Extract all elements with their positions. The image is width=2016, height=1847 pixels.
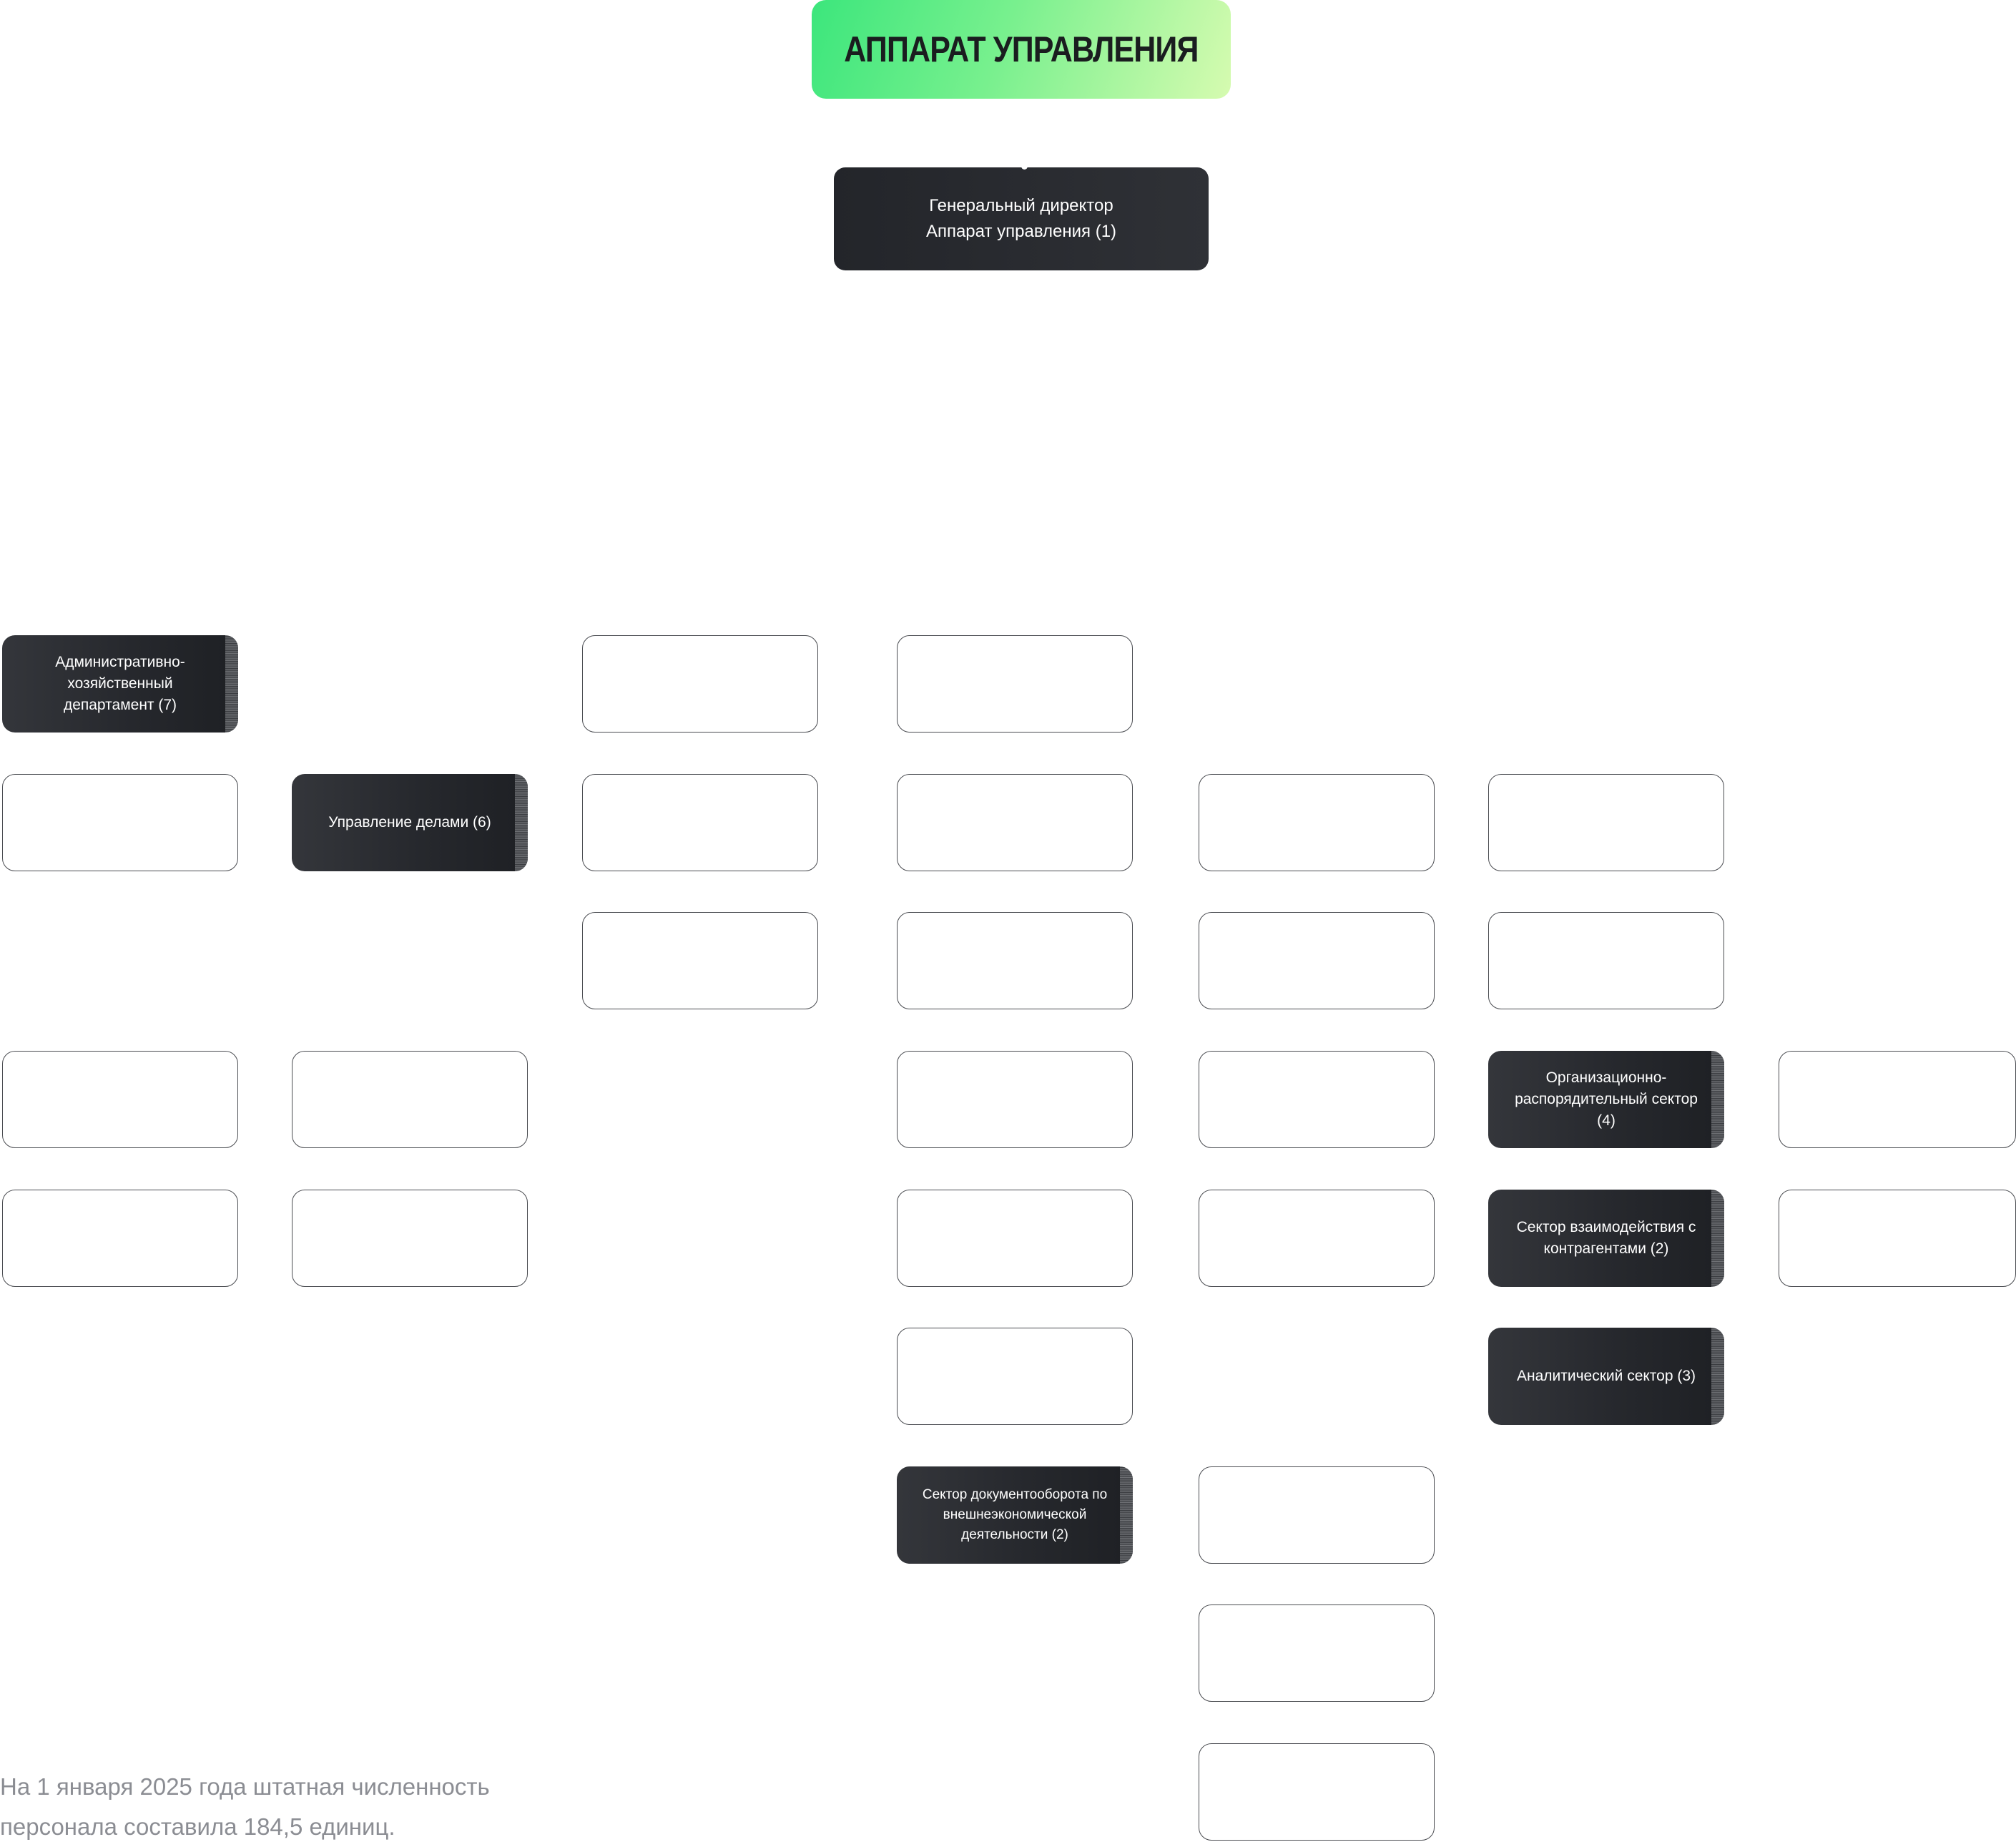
node-empty bbox=[1779, 1051, 2016, 1148]
node-admin-department: Административно-хозяйственный департамен… bbox=[2, 635, 238, 733]
node-empty bbox=[897, 1328, 1133, 1425]
node-empty bbox=[1779, 1190, 2016, 1287]
node-empty bbox=[897, 912, 1133, 1009]
node-empty bbox=[897, 774, 1133, 871]
node-empty bbox=[2, 774, 238, 871]
node-empty bbox=[1488, 912, 1724, 1009]
node-empty bbox=[292, 1190, 528, 1287]
node-label: Сектор взаимодействия с контрагентами (2… bbox=[1516, 1219, 1696, 1257]
node-label: Административно-хозяйственный департамен… bbox=[55, 654, 185, 713]
node-label: Управление делами (6) bbox=[328, 814, 491, 831]
node-label: Сектор документооборота по внешнеэкономи… bbox=[922, 1487, 1108, 1542]
page-title: АППАРАТ УПРАВЛЕНИЯ bbox=[844, 29, 1199, 69]
node-empty bbox=[1199, 1743, 1435, 1841]
node-empty bbox=[582, 635, 818, 733]
general-director-node: Генеральный директор Аппарат управления … bbox=[834, 167, 1209, 270]
node-empty bbox=[582, 774, 818, 871]
node-analytics-sector: Аналитический сектор (3) bbox=[1488, 1328, 1724, 1425]
node-label: Аналитический сектор (3) bbox=[1516, 1368, 1696, 1384]
node-docflow-sector: Сектор документооборота по внешнеэкономи… bbox=[897, 1466, 1133, 1564]
director-unit: Аппарат управления (1) bbox=[925, 222, 1117, 241]
node-empty bbox=[1199, 1051, 1435, 1148]
node-empty bbox=[897, 1051, 1133, 1148]
connector-dot bbox=[1021, 163, 1028, 170]
node-empty bbox=[1199, 1605, 1435, 1702]
node-label: Организационно-распорядительный сектор (… bbox=[1515, 1069, 1698, 1129]
grain-texture bbox=[1120, 1466, 1133, 1564]
node-empty bbox=[1199, 912, 1435, 1009]
grain-texture bbox=[515, 774, 528, 871]
headcount-note-line: персонала составила 184,5 единиц. bbox=[0, 1813, 395, 1840]
headcount-note: На 1 января 2025 года штатная численност… bbox=[0, 1767, 644, 1847]
node-empty bbox=[1199, 1190, 1435, 1287]
grain-texture bbox=[225, 635, 238, 733]
node-empty bbox=[1199, 774, 1435, 871]
director-title: Генеральный директор bbox=[929, 196, 1113, 215]
headcount-note-line: На 1 января 2025 года штатная численност… bbox=[0, 1773, 490, 1800]
node-empty bbox=[2, 1190, 238, 1287]
node-empty bbox=[2, 1051, 238, 1148]
node-empty bbox=[897, 635, 1133, 733]
node-empty bbox=[897, 1190, 1133, 1287]
node-empty bbox=[1488, 774, 1724, 871]
title-banner: АППАРАТ УПРАВЛЕНИЯ bbox=[812, 0, 1231, 99]
grain-texture bbox=[1711, 1051, 1724, 1148]
node-counterparty-sector: Сектор взаимодействия с контрагентами (2… bbox=[1488, 1190, 1724, 1287]
node-affairs-management: Управление делами (6) bbox=[292, 774, 528, 871]
node-empty bbox=[292, 1051, 528, 1148]
node-org-sector: Организационно-распорядительный сектор (… bbox=[1488, 1051, 1724, 1148]
grain-texture bbox=[1711, 1328, 1724, 1425]
node-empty bbox=[1199, 1466, 1435, 1564]
node-empty bbox=[582, 912, 818, 1009]
grain-texture bbox=[1711, 1190, 1724, 1287]
